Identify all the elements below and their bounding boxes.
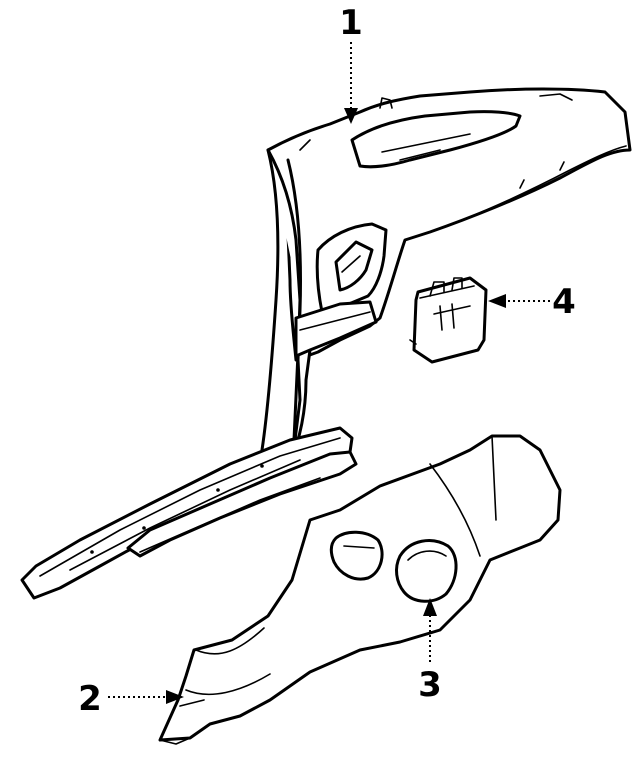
callout-3: 3 [418, 665, 442, 705]
part-1-quarter-trim-upper [20, 87, 632, 600]
part-2-quarter-trim-lower [158, 434, 562, 745]
callout-2: 2 [78, 679, 102, 719]
leader-lines [108, 42, 550, 704]
part-3-cover-cap [395, 539, 458, 603]
callout-4: 4 [552, 282, 576, 322]
callout-1: 1 [339, 3, 363, 43]
part-4-clip-cover [409, 276, 488, 364]
